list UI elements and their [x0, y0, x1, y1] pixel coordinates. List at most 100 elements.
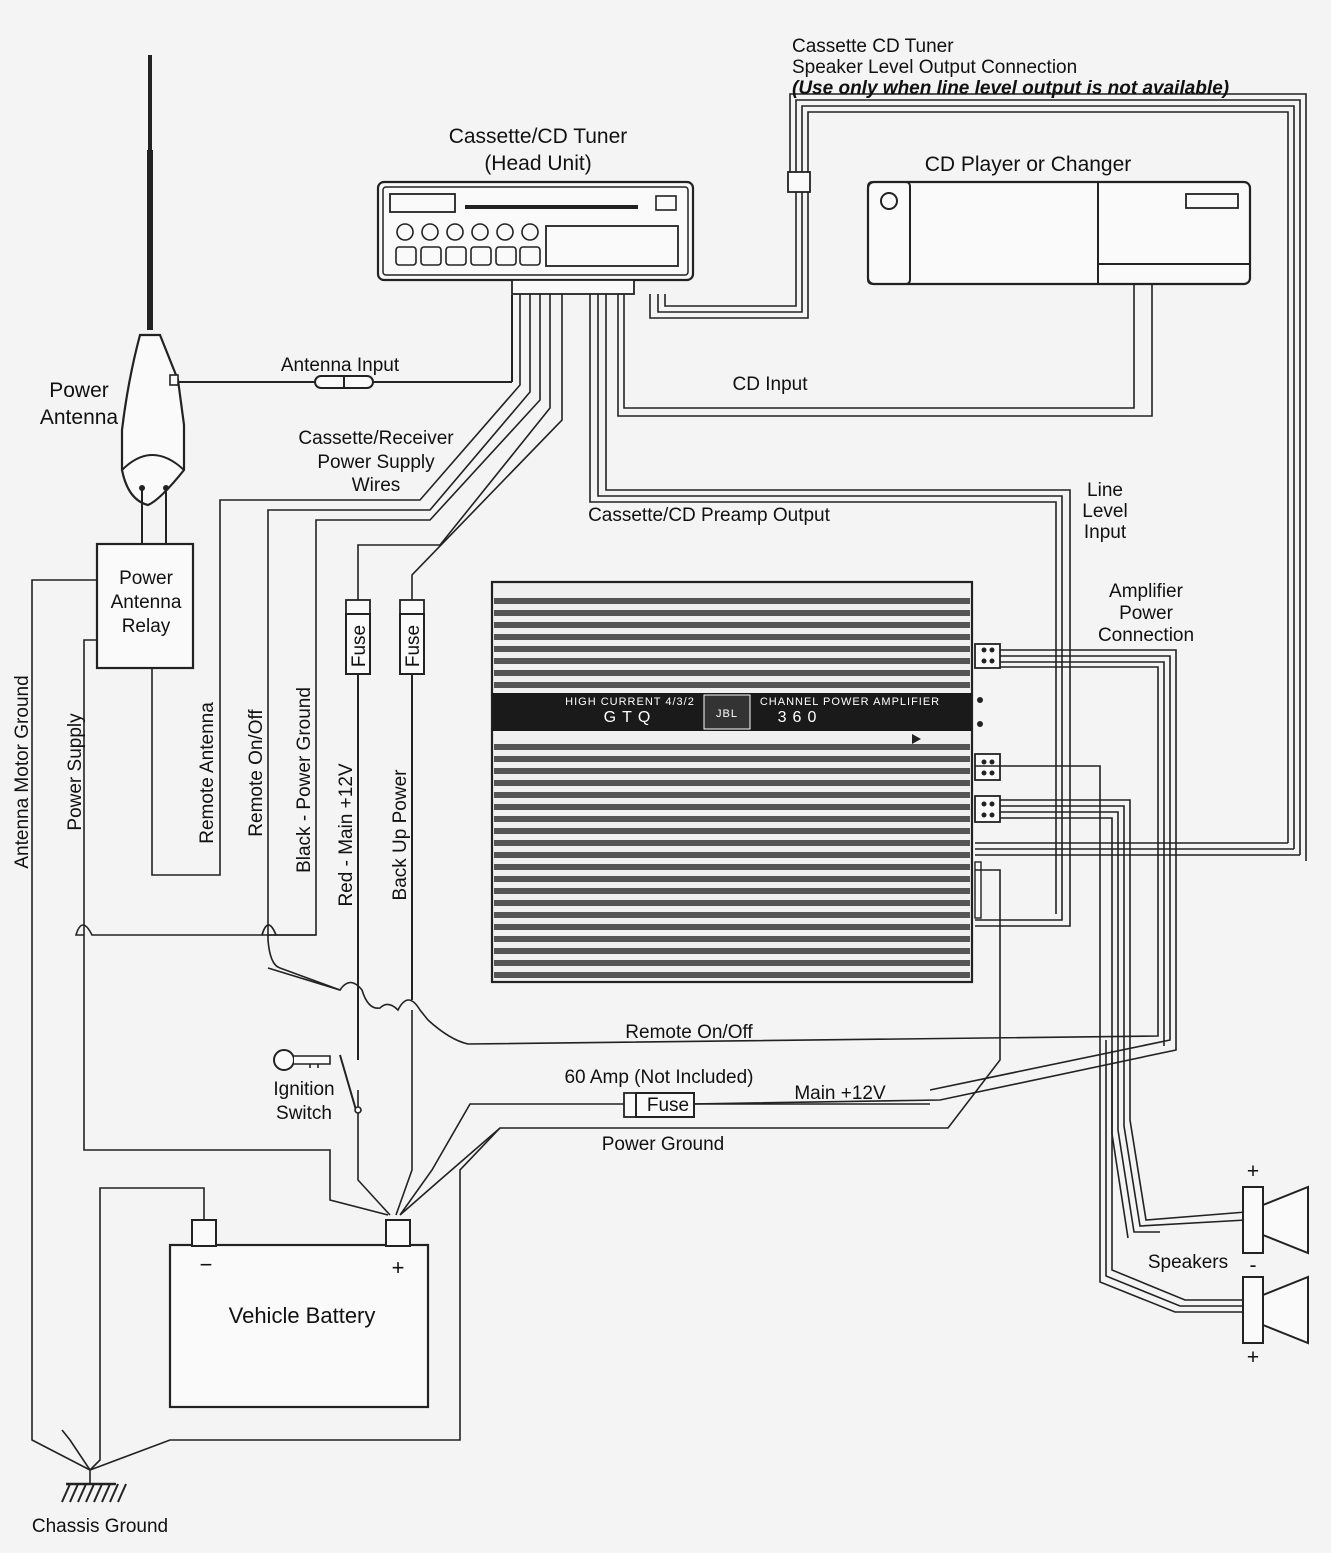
main-12v-label: Main +12V [794, 1083, 886, 1104]
heat-sink-fin [494, 936, 970, 942]
fuse-backup [399, 599, 425, 1000]
preamp-output-label: Cassette/CD Preamp Output [588, 505, 831, 526]
amp-strip-right: CHANNEL POWER AMPLIFIER [760, 696, 940, 708]
cd-player-label: CD Player or Changer [925, 153, 1132, 176]
heat-sink-fin [494, 816, 970, 822]
amp-model-left: GTQ [604, 709, 657, 726]
fuse-main-label: Fuse [349, 625, 370, 667]
main-60amp-fuse [623, 1092, 930, 1118]
heat-sink-fin [494, 646, 970, 652]
amplifier [490, 580, 1001, 984]
chassis-ground-label: Chassis Ground [32, 1516, 168, 1537]
heat-sink-fin [494, 598, 970, 604]
remote-on-off-label: Remote On/Off [625, 1022, 753, 1043]
line-level-label-3: Input [1084, 522, 1127, 543]
speaker-bottom [1242, 1275, 1309, 1345]
heat-sink-fin [494, 682, 970, 688]
remote-on-off-vertical-label: Remote On/Off [246, 709, 267, 837]
red-main-label: Red - Main +12V [336, 763, 357, 906]
heat-sink-fin [494, 960, 970, 966]
battery-negative: − [200, 1252, 213, 1277]
speaker-wires [975, 765, 1247, 1313]
heat-sink-fin [494, 634, 970, 640]
antenna-motor-ground-label: Antenna Motor Ground [12, 675, 33, 868]
power-antenna-label-1: Power [49, 379, 109, 402]
speaker-top [1242, 1185, 1309, 1255]
line-level-label-2: Level [1082, 501, 1127, 522]
heat-sink-fin [494, 888, 970, 894]
amp-strip-left: HIGH CURRENT 4/3/2 [565, 696, 695, 708]
amp-power-label-2: Power [1119, 603, 1174, 624]
ignition-switch [273, 1049, 362, 1114]
heat-sink-fin [494, 622, 970, 628]
heat-sink-fin [494, 828, 970, 834]
speakers-label: Speakers [1148, 1252, 1228, 1273]
ignition-label-1: Ignition [273, 1079, 334, 1100]
black-power-ground-label: Black - Power Ground [294, 687, 315, 873]
cd-player [866, 180, 1252, 286]
heat-sink-fin [494, 658, 970, 664]
preamp-output-wire [589, 294, 1071, 927]
amp-power-label-3: Connection [1098, 625, 1194, 646]
ground-wires [31, 579, 1001, 1503]
heat-sink-fin [494, 804, 970, 810]
relay-label-1: Power [119, 568, 174, 589]
heat-sink-fin [494, 768, 970, 774]
receiver-supply-label-3: Wires [352, 475, 401, 496]
speaker-bottom-plus: + [1247, 1346, 1259, 1369]
antenna-input-wire [178, 295, 513, 389]
heat-sink-fin [494, 756, 970, 762]
power-antenna [120, 55, 186, 545]
heat-sink-fin [494, 840, 970, 846]
line-level-label-1: Line [1087, 480, 1123, 501]
power-supply-label: Power Supply [65, 713, 86, 831]
power-antenna-relay [95, 542, 195, 670]
speaker-level-output-wires [649, 93, 1307, 861]
cd-input-label: CD Input [733, 374, 809, 395]
battery-label: Vehicle Battery [229, 1303, 376, 1328]
heat-sink-fin [494, 792, 970, 798]
heat-sink-fin [494, 948, 970, 954]
heat-sink-fin [494, 972, 970, 978]
ignition-label-2: Switch [276, 1103, 332, 1124]
battery-positive: + [392, 1255, 405, 1280]
heat-sink-fin [494, 780, 970, 786]
heat-sink-fin [494, 670, 970, 676]
heat-sink-fin [494, 924, 970, 930]
cd-input-wire [617, 284, 1153, 417]
head-unit-subtitle: (Head Unit) [484, 152, 591, 175]
amp-power-wires [427, 649, 1177, 1105]
relay-label-3: Relay [122, 616, 171, 637]
amp-model-right: 360 [778, 709, 823, 726]
heat-sink-fin [494, 900, 970, 906]
main-fuse-label: Fuse [647, 1095, 689, 1116]
antenna-input-label: Antenna Input [281, 355, 400, 376]
amp-power-label-1: Amplifier [1109, 581, 1184, 602]
power-ground-label: Power Ground [602, 1134, 725, 1155]
speaker-level-subtitle: Speaker Level Output Connection [792, 57, 1077, 78]
receiver-supply-label-2: Power Supply [317, 452, 435, 473]
relay-label-2: Antenna [111, 592, 182, 613]
back-up-power-label: Back Up Power [390, 769, 411, 901]
fuse-main [345, 599, 371, 1060]
fuse-backup-label: Fuse [403, 625, 424, 667]
vehicle-battery [168, 1219, 430, 1409]
speaker-level-title: Cassette CD Tuner [792, 36, 954, 57]
heat-sink-fin [494, 852, 970, 858]
head-unit-title: Cassette/CD Tuner [449, 125, 628, 148]
speaker-minus: - [1250, 1254, 1257, 1277]
heat-sink-fin [494, 864, 970, 870]
amp-brand: JBL [716, 708, 738, 720]
heat-sink-fin [494, 610, 970, 616]
power-antenna-label-2: Antenna [40, 406, 119, 429]
fuse-rating-label: 60 Amp (Not Included) [564, 1067, 753, 1088]
heat-sink-fin [494, 912, 970, 918]
heat-sink-fin [494, 744, 970, 750]
heat-sink-fin [494, 876, 970, 882]
receiver-supply-label-1: Cassette/Receiver [298, 428, 454, 449]
head-unit [376, 180, 695, 295]
speaker-top-plus: + [1247, 1160, 1259, 1183]
speaker-level-note: (Use only when line level output is not … [792, 78, 1229, 99]
remote-antenna-label: Remote Antenna [197, 702, 218, 844]
